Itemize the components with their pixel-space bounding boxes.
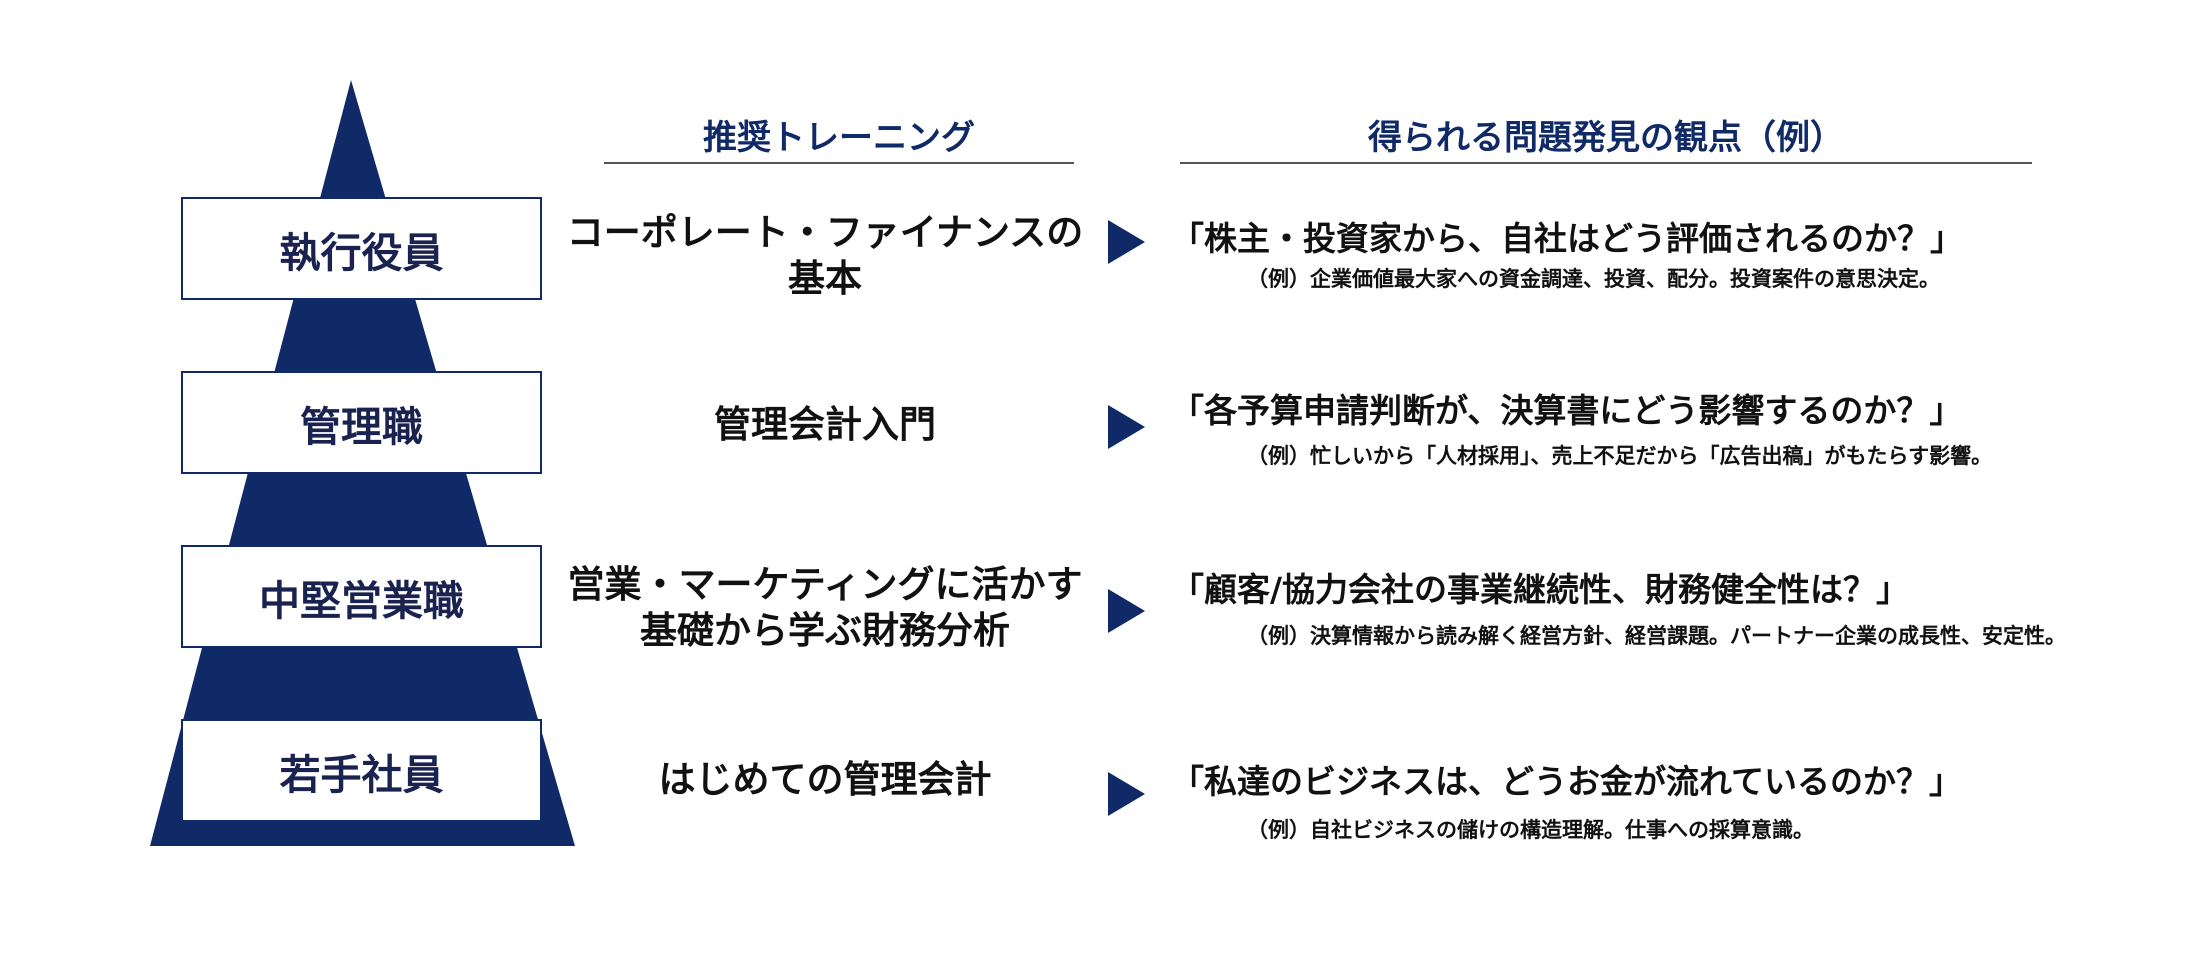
viewpoint-example: （例）決算情報から読み解く経営方針、経営課題。パートナー企業の成長性、安定性。: [1247, 624, 2066, 648]
level-label: 若手社員: [279, 750, 444, 799]
level-box-manager: 管理職: [181, 371, 542, 474]
level-label: 執行役員: [279, 228, 444, 277]
viewpoint-question: 「私達のビジネスは、どうお金が流れているのか？」: [1171, 762, 1963, 801]
viewpoint-question: 「顧客/協力会社の事業継続性、財務健全性は？」: [1171, 570, 1910, 609]
viewpoint-example: （例）企業価値最大家への資金調達、投資、配分。投資案件の意思決定。: [1247, 267, 1940, 291]
arrow-right-icon: [1108, 772, 1145, 816]
arrow-right-icon: [1108, 405, 1145, 449]
training-junior: はじめての管理会計: [658, 758, 992, 801]
viewpoint-example: （例）忙しいから「人材採用」、売上不足だから「広告出稿」がもたらす影響。: [1247, 444, 1993, 468]
level-box-junior: 若手社員: [181, 719, 542, 822]
header-training: 推奨トレーニング: [703, 118, 975, 158]
header-training-rule: [604, 162, 1074, 164]
viewpoint-question: 「各予算申請判断が、決算書にどう影響するのか？」: [1171, 391, 1963, 430]
training-mid-sales: 営業・マーケティングに活かす基礎から学ぶ財務分析: [567, 563, 1083, 652]
viewpoint-question: 「株主・投資家から、自社はどう評価されるのか？」: [1171, 219, 1963, 258]
level-label: 中堅営業職: [259, 576, 464, 625]
level-box-mid-sales: 中堅営業職: [181, 545, 542, 648]
level-box-executive: 執行役員: [181, 197, 542, 300]
arrow-right-icon: [1108, 589, 1145, 633]
level-label: 管理職: [300, 402, 423, 451]
training-manager: 管理会計入門: [714, 403, 936, 446]
header-viewpoints-rule: [1180, 162, 2032, 164]
training-executive: コーポレート・ファイナンスの基本: [566, 211, 1084, 300]
header-viewpoints: 得られる問題発見の観点（例）: [1368, 118, 1844, 158]
viewpoint-example: （例）自社ビジネスの儲けの構造理解。仕事への採算意識。: [1247, 818, 1814, 842]
arrow-right-icon: [1108, 220, 1145, 264]
